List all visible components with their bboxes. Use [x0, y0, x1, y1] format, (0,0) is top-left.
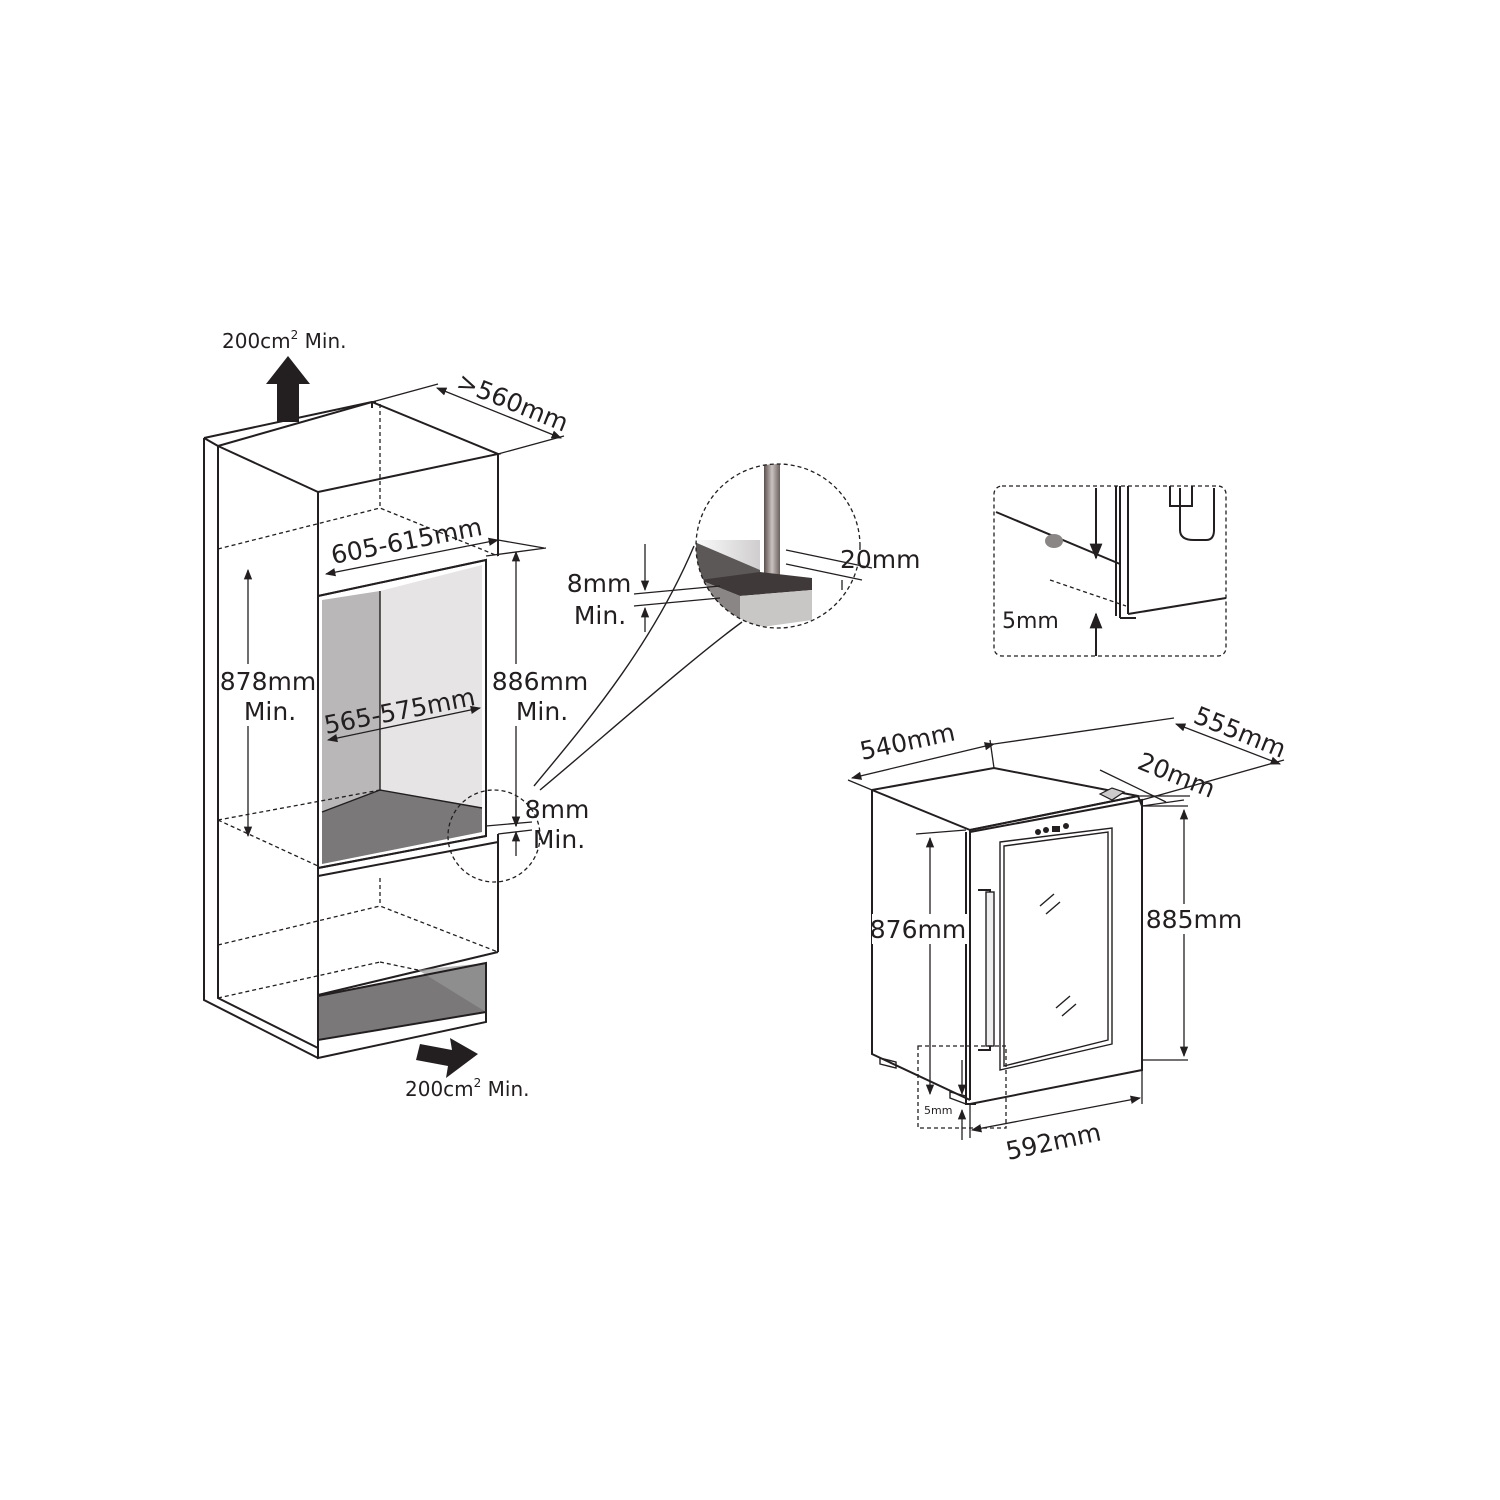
- cabinet-niche: [217, 558, 487, 870]
- dim-appliance-height-body: 876mm: [870, 915, 966, 944]
- dim-height-left: 878mm: [220, 667, 316, 696]
- vent-top-label: 200cm2 Min.: [222, 328, 347, 353]
- detail-callout-circle: [447, 789, 541, 883]
- dim-width: 605-615mm: [329, 512, 485, 570]
- control-panel-icon: [1035, 823, 1069, 835]
- dim-appliance-depth-total: 555mm: [1190, 701, 1290, 764]
- cabinet-side-panel: [203, 401, 373, 1059]
- dim-appliance-width: 592mm: [1003, 1117, 1103, 1165]
- feet-clearance-label: 5mm: [1002, 609, 1059, 634]
- appliance-drawing: 540mm 555mm 20mm 876mm 885mm 592mm 5mm: [847, 701, 1290, 1166]
- dim-appliance-foot: 5mm: [924, 1104, 952, 1117]
- vent-up-arrow: [266, 356, 310, 422]
- dim-appliance-depth-body: 540mm: [857, 717, 957, 765]
- dim-appliance-height-total: 885mm: [1146, 905, 1242, 934]
- vent-bottom-label: 200cm2 Min.: [405, 1076, 530, 1101]
- zoom-detail: 20mm 8mm Min.: [533, 463, 921, 791]
- vent-in-arrow: [416, 1038, 478, 1078]
- feet-detail: 5mm: [993, 485, 1227, 657]
- detail-door-thickness: 20mm: [840, 545, 921, 574]
- dim-height-right: 886mm: [492, 667, 588, 696]
- detail-gap-note: Min.: [574, 601, 626, 630]
- dim-gap-bottom: 8mm: [525, 795, 590, 824]
- cabinet-bottom-compartment: [217, 834, 499, 1060]
- dim-height-right-note: Min.: [516, 697, 568, 726]
- dim-appliance-door: 20mm: [1134, 747, 1220, 804]
- detail-gap: 8mm: [567, 569, 632, 598]
- dim-height-left-note: Min.: [244, 697, 296, 726]
- cabinet-drawing: 200cm2 Min.: [203, 328, 590, 1101]
- dim-gap-bottom-note: Min.: [533, 825, 585, 854]
